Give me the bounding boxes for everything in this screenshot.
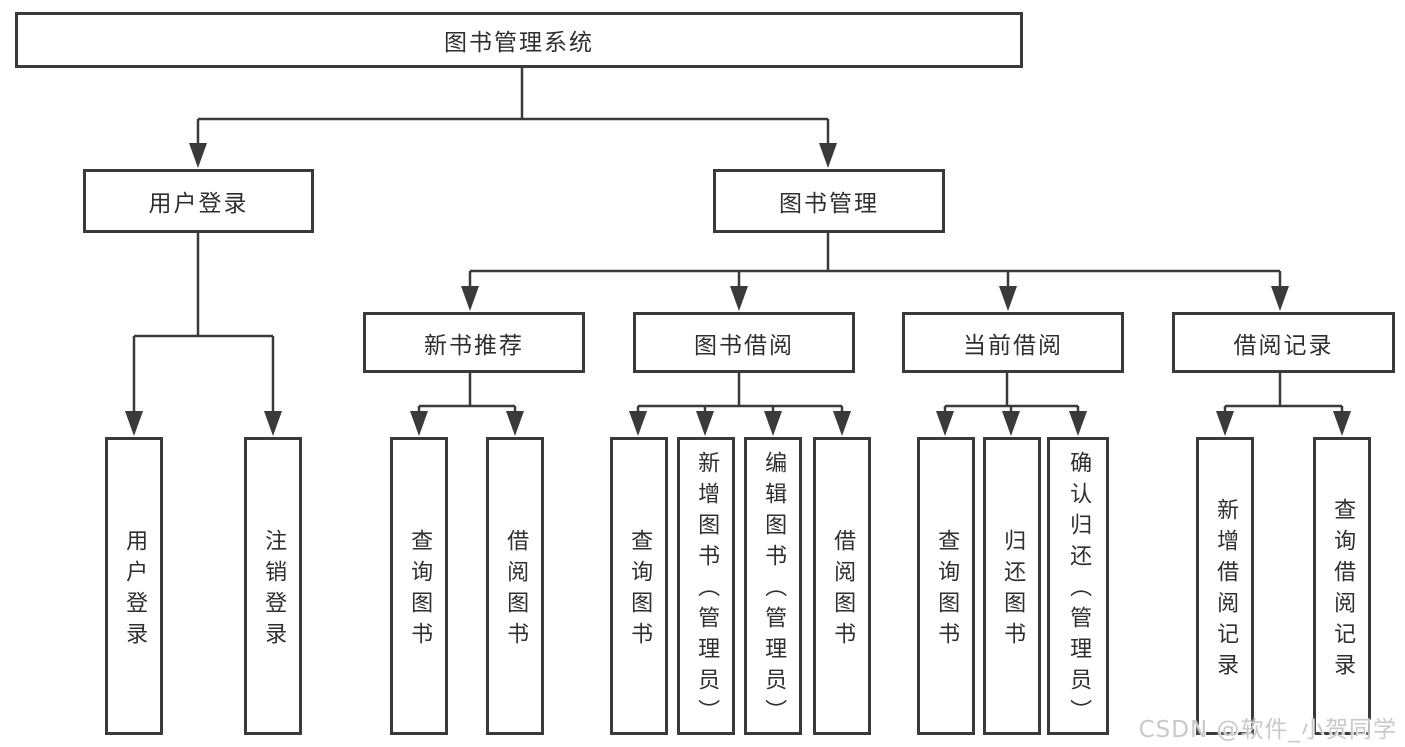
node-current-borrow: 当前借阅	[902, 312, 1124, 373]
leaf-query-book-borrow: 查询图书	[610, 437, 668, 735]
leaf-user-login-label: 用户登录	[122, 528, 148, 653]
node-borrow-records-label: 借阅记录	[1233, 332, 1334, 359]
node-book-borrow: 图书借阅	[633, 312, 855, 373]
node-user-login: 用户登录	[83, 169, 314, 233]
leaf-confirm-return-admin-label: 确认归还（管理员）	[1066, 451, 1092, 730]
leaf-query-book-current: 查询图书	[917, 437, 975, 735]
node-new-book-recommend-label: 新书推荐	[424, 332, 524, 359]
node-borrow-records: 借阅记录	[1172, 312, 1395, 373]
node-current-borrow-label: 当前借阅	[963, 332, 1063, 359]
leaf-edit-book-admin-label: 编辑图书（管理员）	[761, 451, 787, 730]
leaf-borrow-book-label: 借阅图书	[830, 528, 856, 653]
leaf-query-borrow-record-label: 查询借阅记录	[1330, 497, 1356, 684]
leaf-query-book-borrow-label: 查询图书	[627, 528, 653, 653]
connector-current-borrow	[943, 373, 1080, 416]
node-new-book-recommend: 新书推荐	[363, 312, 585, 373]
arrowheads	[125, 143, 1351, 436]
leaf-add-borrow-record: 新增借阅记录	[1196, 437, 1254, 735]
leaf-borrow-book: 借阅图书	[813, 437, 871, 735]
connector-book-management	[468, 233, 1282, 292]
connector-user-login	[132, 233, 275, 416]
leaf-query-book-recommend: 查询图书	[390, 437, 448, 735]
connector-new-book	[417, 373, 517, 416]
leaf-query-borrow-record: 查询借阅记录	[1313, 437, 1371, 735]
leaf-confirm-return-admin: 确认归还（管理员）	[1047, 437, 1109, 735]
leaf-logout-label: 注销登录	[261, 528, 287, 653]
leaf-add-book-admin-label: 新增图书（管理员）	[694, 451, 720, 730]
connector-root	[196, 68, 830, 148]
leaf-logout: 注销登录	[244, 437, 302, 735]
node-user-login-label: 用户登录	[148, 191, 249, 217]
leaf-return-book-label: 归还图书	[1000, 528, 1026, 653]
csdn-watermark: CSDN @软件_小贺同学	[1138, 717, 1397, 743]
leaf-add-book-admin: 新增图书（管理员）	[677, 437, 735, 735]
node-book-management: 图书管理	[713, 169, 945, 233]
leaf-borrow-book-recommend-label: 借阅图书	[503, 528, 529, 653]
node-book-borrow-label: 图书借阅	[694, 332, 794, 359]
leaf-add-borrow-record-label: 新增借阅记录	[1213, 497, 1239, 684]
leaf-user-login: 用户登录	[105, 437, 163, 735]
leaf-query-book-current-label: 查询图书	[934, 528, 960, 653]
leaf-edit-book-admin: 编辑图书（管理员）	[744, 437, 802, 735]
leaf-return-book: 归还图书	[983, 437, 1041, 735]
node-root: 图书管理系统	[15, 12, 1023, 68]
node-root-label: 图书管理系统	[444, 30, 594, 56]
leaf-borrow-book-recommend: 借阅图书	[486, 437, 544, 735]
connector-borrow-records	[1223, 373, 1344, 416]
leaf-query-book-recommend-label: 查询图书	[407, 528, 433, 653]
node-book-management-label: 图书管理	[779, 191, 879, 217]
connector-book-borrow	[636, 373, 844, 416]
